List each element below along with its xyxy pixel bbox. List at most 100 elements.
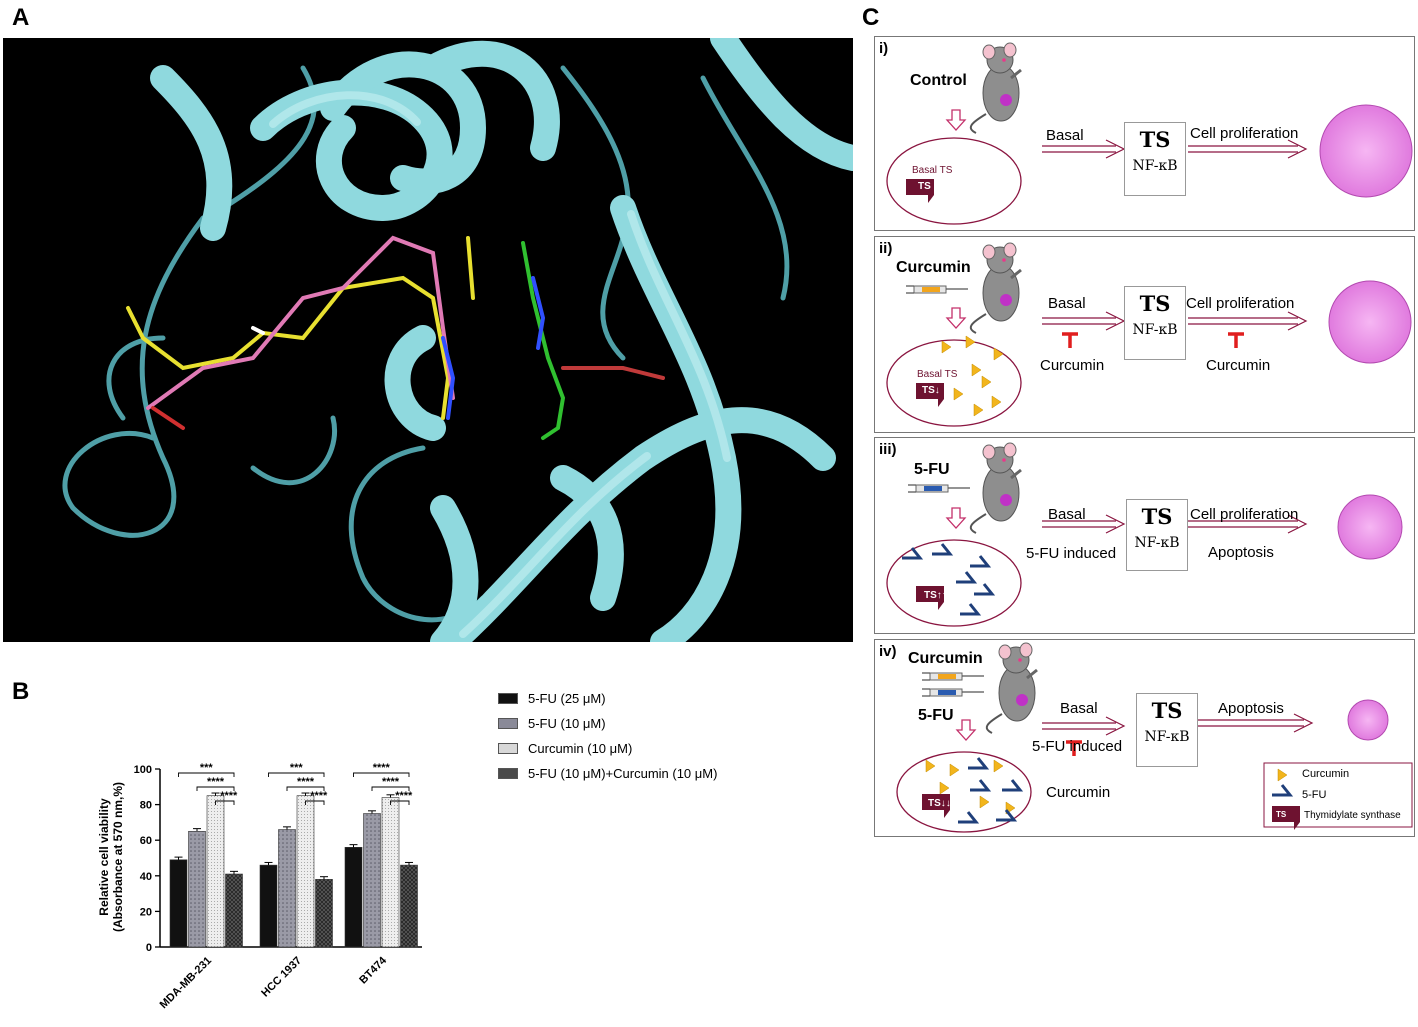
nfkb-label: NF-κB: [1132, 322, 1178, 338]
x-tick-label: BT474: [357, 954, 389, 986]
scheme-legend-ts-tag: TS: [1276, 810, 1287, 819]
bar: [278, 829, 296, 948]
pathway-label: Basal: [1046, 127, 1084, 144]
row-numeral: iv): [879, 643, 897, 660]
cell-label: Basal TS: [917, 369, 958, 380]
5fu-syringe-icon: [907, 484, 971, 493]
row-numeral: i): [879, 40, 889, 57]
ts-tag: TS: [918, 181, 931, 192]
double-arrow-icon: [1041, 311, 1125, 331]
ts-tag: TS↑↑: [924, 590, 947, 601]
y-tick-label: 80: [140, 800, 152, 812]
bar: [400, 864, 418, 948]
mouse-icon: [985, 641, 1039, 735]
scheme-graphics: [886, 41, 1413, 833]
ts-label: TS: [1139, 127, 1171, 152]
bar: [259, 864, 278, 948]
cell-ellipse: [896, 751, 1032, 833]
inhibitor-label: Curcumin: [1206, 357, 1271, 374]
arrow-down-icon: [946, 507, 966, 529]
significance-bracket: [268, 772, 325, 777]
x-tick-label: MDA-MB-231: [158, 955, 214, 1011]
pathway-label: Apoptosis: [1218, 700, 1284, 717]
panel-c-label: C: [862, 4, 880, 31]
curcumin-syringe-icon: [921, 672, 985, 681]
double-arrow-icon: [1041, 716, 1125, 736]
significance-label: ****: [310, 790, 328, 802]
pathway-label: Cell proliferation: [1190, 125, 1299, 142]
curcumin-syringe-icon: [905, 285, 969, 294]
significance-bracket: [286, 786, 325, 791]
tumor-mass-icon: [1328, 280, 1412, 364]
treatment-label: Control: [910, 72, 967, 89]
legend-item-5fu-10: 5-FU (10 μM): [498, 716, 606, 731]
bar: [315, 879, 333, 948]
treatment-label: 5-FU: [918, 707, 954, 724]
double-arrow-icon: [1187, 139, 1307, 159]
significance-bracket: [353, 772, 410, 777]
bar: [188, 831, 206, 948]
ts-label: TS: [1151, 698, 1183, 723]
arrow-down-icon: [956, 719, 976, 741]
5fu-syringe-icon: [921, 688, 985, 697]
ts-nfkb-box: TS NF-κB: [1126, 499, 1188, 571]
legend-label: 5-FU (10 μM): [528, 716, 606, 731]
legend-swatch: [498, 743, 518, 754]
legend-swatch: [498, 718, 518, 729]
significance-bracket: [390, 800, 410, 805]
nfkb-label: NF-κB: [1144, 729, 1190, 745]
cell-ellipse: [886, 339, 1022, 427]
cell-ellipse: [886, 539, 1022, 627]
arrow-down-icon: [946, 109, 966, 131]
inhibition-icon: [1226, 332, 1246, 350]
significance-bracket: [196, 786, 235, 791]
panel-b-label: B: [12, 678, 30, 705]
significance-label: ****: [373, 762, 391, 774]
row-numeral: ii): [879, 240, 893, 257]
pathway-label: Basal: [1048, 506, 1086, 523]
bar: [381, 797, 400, 948]
inhibitor-label: Curcumin: [1040, 357, 1105, 374]
significance-label: ****: [395, 790, 413, 802]
bar: [225, 873, 243, 948]
pathway-label: Apoptosis: [1208, 544, 1274, 561]
treatment-label: 5-FU: [914, 461, 950, 478]
mouse-icon: [969, 441, 1023, 535]
significance-bracket: [371, 786, 410, 791]
panel-a-label: A: [12, 4, 30, 31]
significance-label: ****: [207, 776, 225, 788]
mouse-icon: [969, 41, 1023, 135]
treatment-label: Curcumin: [896, 259, 971, 276]
significance-label: ****: [220, 790, 238, 802]
pathway-label: Basal: [1048, 295, 1086, 312]
bar: [296, 795, 315, 948]
legend-item-curcumin-10: Curcumin (10 μM): [498, 741, 632, 756]
scheme-legend-curcumin: Curcumin: [1302, 768, 1350, 780]
legend-item-combination: 5-FU (10 μM)+Curcumin (10 μM): [498, 766, 717, 781]
significance-label: ****: [297, 776, 315, 788]
y-tick-label: 60: [140, 835, 152, 847]
ts-label: TS: [1139, 291, 1171, 316]
bar: [363, 813, 381, 948]
ts-nfkb-box: TS NF-κB: [1136, 693, 1198, 767]
inhibitor-label: Curcumin: [1046, 784, 1111, 801]
pathway-label: Cell proliferation: [1190, 506, 1299, 523]
y-axis-label: Relative cell viability: [97, 798, 111, 916]
legend-swatch: [498, 768, 518, 779]
significance-bracket: [178, 772, 235, 777]
mouse-icon: [969, 241, 1023, 335]
bar: [206, 795, 225, 948]
ts-nfkb-box: TS NF-κB: [1124, 122, 1186, 196]
pathway-label: Cell proliferation: [1186, 295, 1295, 312]
pathway-label: 5-FU induced: [1032, 738, 1123, 755]
cell-label: Basal TS: [912, 165, 953, 176]
y-tick-label: 20: [140, 906, 152, 918]
arrow-down-icon: [946, 307, 966, 329]
significance-label: ***: [290, 762, 304, 774]
nfkb-label: NF-κB: [1134, 535, 1180, 551]
x-tick-label: HCC 1937: [259, 955, 304, 1000]
tumor-mass-icon: [1319, 104, 1413, 198]
ts-tag: TS↓↓: [928, 798, 951, 809]
pathway-label: 5-FU induced: [1026, 545, 1117, 562]
